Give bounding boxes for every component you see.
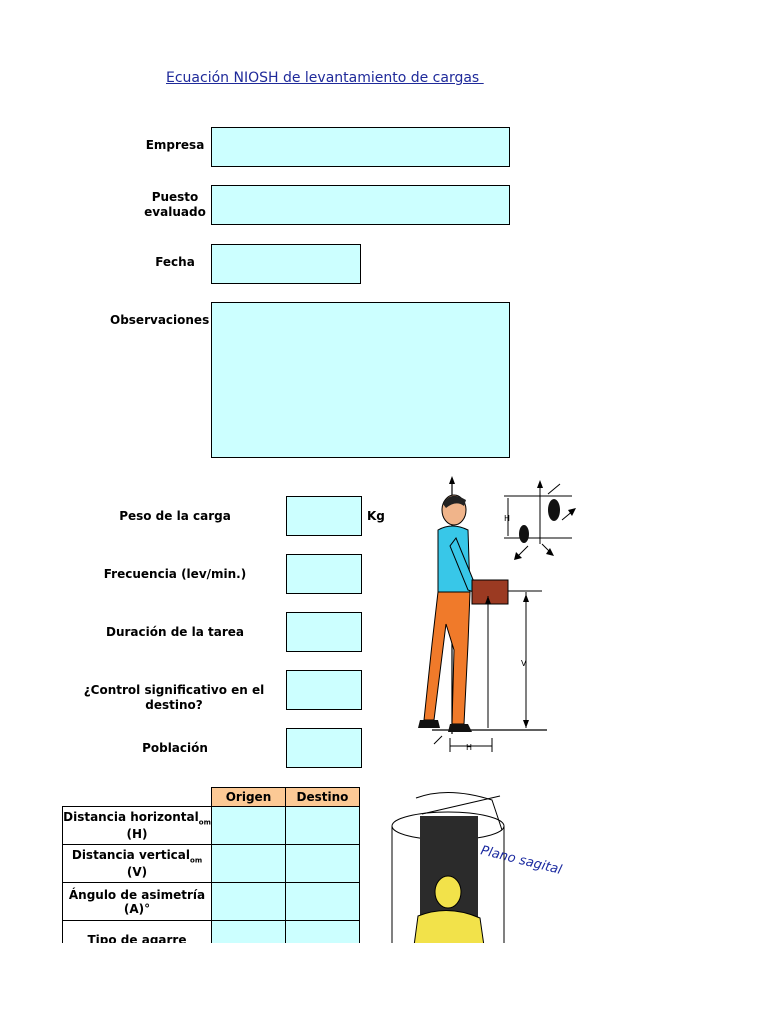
duracion-label: Duración de la tarea bbox=[106, 625, 244, 639]
puesto-label-line1: Puesto bbox=[151, 190, 199, 204]
origen-a-cell[interactable] bbox=[211, 882, 286, 921]
row-label-distancia-horizontal: Distancia horizontalom (H) bbox=[62, 806, 212, 845]
frecuencia-label: Frecuencia (lev/min.) bbox=[103, 567, 247, 581]
destino-v-cell[interactable] bbox=[285, 844, 360, 883]
col-header-destino: Destino bbox=[285, 787, 360, 807]
table-row: Ángulo de asimetría (A)° bbox=[62, 882, 360, 921]
observaciones-field[interactable] bbox=[211, 302, 510, 458]
fecha-label: Fecha bbox=[155, 255, 195, 269]
destino-h-cell[interactable] bbox=[285, 806, 360, 845]
poblacion-field[interactable] bbox=[286, 728, 362, 768]
row-label-angulo-asimetria: Ángulo de asimetría (A)° bbox=[62, 882, 212, 921]
puesto-field[interactable] bbox=[211, 185, 510, 225]
fecha-field[interactable] bbox=[211, 244, 361, 284]
control-field[interactable] bbox=[286, 670, 362, 710]
h-dimension-label: H bbox=[466, 743, 472, 752]
table-row: Tipo de agarre bbox=[62, 920, 360, 959]
peso-field[interactable] bbox=[286, 496, 362, 536]
lifting-posture-figure: V H H bbox=[412, 474, 580, 756]
puesto-label-line2: evaluado bbox=[144, 205, 206, 219]
row-label-text: Distancia vertical bbox=[71, 848, 191, 863]
row-label-distancia-vertical: Distancia verticalom (V) bbox=[62, 844, 212, 883]
destino-a-cell[interactable] bbox=[285, 882, 360, 921]
v-dimension-label: V bbox=[521, 659, 527, 668]
row-label-text: Distancia horizontal bbox=[63, 810, 199, 825]
table-row: Distancia horizontalom (H) bbox=[62, 806, 360, 845]
sagittal-plane-figure: Plano sagital bbox=[388, 786, 578, 946]
puesto-label: Puesto evaluado bbox=[136, 190, 214, 220]
observaciones-label: Observaciones bbox=[110, 313, 210, 327]
page-cutoff bbox=[0, 943, 768, 1024]
table-corner bbox=[63, 788, 212, 807]
row-label-suffix: (V) bbox=[126, 864, 148, 879]
measurement-table: Origen Destino Distancia horizontalom (H… bbox=[62, 787, 360, 959]
peso-unit: Kg bbox=[367, 509, 385, 523]
row-label-sub: om bbox=[198, 818, 211, 827]
empresa-field[interactable] bbox=[211, 127, 510, 167]
table-row: Distancia verticalom (V) bbox=[62, 844, 360, 883]
frecuencia-field[interactable] bbox=[286, 554, 362, 594]
peso-label: Peso de la carga bbox=[119, 509, 231, 523]
duracion-field[interactable] bbox=[286, 612, 362, 652]
empresa-label: Empresa bbox=[145, 138, 205, 152]
poblacion-label: Población bbox=[142, 741, 208, 755]
row-label-suffix: (H) bbox=[126, 826, 148, 841]
control-label: ¿Control significativo en el destino? bbox=[83, 683, 265, 712]
col-header-origen: Origen bbox=[211, 787, 286, 807]
h-inset-label: H bbox=[504, 514, 510, 523]
page-title: Ecuación NIOSH de levantamiento de carga… bbox=[166, 70, 484, 86]
origen-h-cell[interactable] bbox=[211, 806, 286, 845]
origen-v-cell[interactable] bbox=[211, 844, 286, 883]
row-label-sub: om bbox=[190, 856, 203, 865]
